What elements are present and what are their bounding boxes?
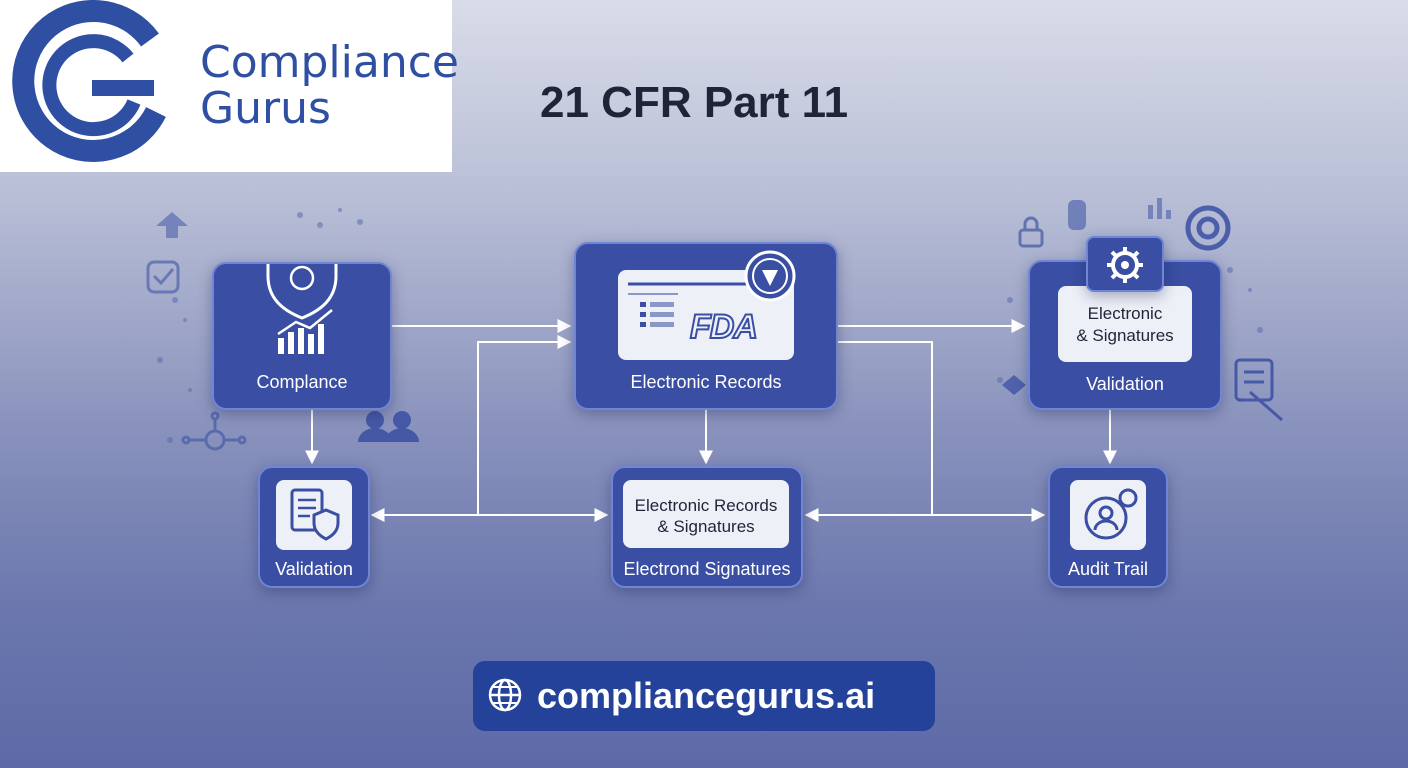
fda-badge: FDA — [689, 307, 759, 347]
connector-records-down-right — [838, 341, 933, 515]
connector-loop-records — [477, 335, 572, 514]
shield-chart-icon — [266, 264, 338, 354]
node-audit-trail: Audit Trail — [1048, 466, 1168, 588]
compass-icon — [744, 250, 796, 302]
records-signatures-card: Electronic Records & Signatures — [623, 480, 789, 548]
check-shield-icon — [146, 260, 180, 294]
validation-card — [276, 480, 352, 550]
gear-icon — [1107, 247, 1143, 283]
validation-label: Validation — [275, 559, 353, 579]
gear-decor-icon — [1185, 205, 1231, 251]
website-link[interactable]: compliancegurus.ai — [473, 661, 935, 731]
brand-name: Compliance Gurus — [200, 40, 459, 132]
database-icon — [1068, 200, 1086, 230]
people-icon — [358, 411, 419, 442]
esig-validation-label: Validation — [1086, 374, 1164, 394]
audit-card — [1070, 480, 1146, 550]
globe-icon — [488, 678, 522, 712]
esig-card-line-1: Electronic — [1087, 304, 1163, 323]
node-electronic-records: FDA Electronic Records — [574, 242, 838, 410]
esig-card: Electronic & Signatures — [1058, 286, 1192, 362]
puzzle-icon — [1002, 375, 1026, 395]
compliance-gurus-logo-mark — [12, 0, 166, 162]
page-title: 21 CFR Part 11 — [540, 78, 849, 127]
esig-card-line-2: & Signatures — [1076, 326, 1174, 345]
gear-tab — [1086, 236, 1164, 292]
electronic-records-label: Electronic Records — [630, 372, 782, 392]
brand-line-2: Gurus — [200, 83, 331, 134]
user-audit-icon — [1084, 488, 1138, 540]
bar-chart-decor-icon — [1148, 198, 1171, 219]
logo: Compliance Gurus — [0, 0, 459, 172]
node-compliance: Complance — [212, 262, 392, 410]
records-signatures-line-2: & Signatures — [657, 517, 755, 536]
document-lines-icon — [628, 282, 748, 327]
audit-trail-label: Audit Trail — [1067, 559, 1149, 579]
compliance-label: Complance — [256, 372, 348, 392]
node-validation: Validation — [258, 466, 370, 588]
brand-line-1: Compliance — [200, 37, 459, 88]
node-records-signatures: Electronic Records & Signatures Electron… — [611, 466, 803, 588]
up-arrow-icon — [156, 212, 188, 238]
checklist-icon — [1234, 358, 1283, 422]
records-signatures-label: Electrond Signatures — [623, 559, 791, 579]
fda-card: FDA — [618, 270, 794, 360]
website-url: compliancegurus.ai — [537, 675, 876, 716]
molecule-icon — [181, 411, 247, 451]
person-lock-icon — [1018, 216, 1044, 248]
records-signatures-line-1: Electronic Records — [634, 496, 778, 515]
document-shield-icon — [290, 488, 340, 541]
